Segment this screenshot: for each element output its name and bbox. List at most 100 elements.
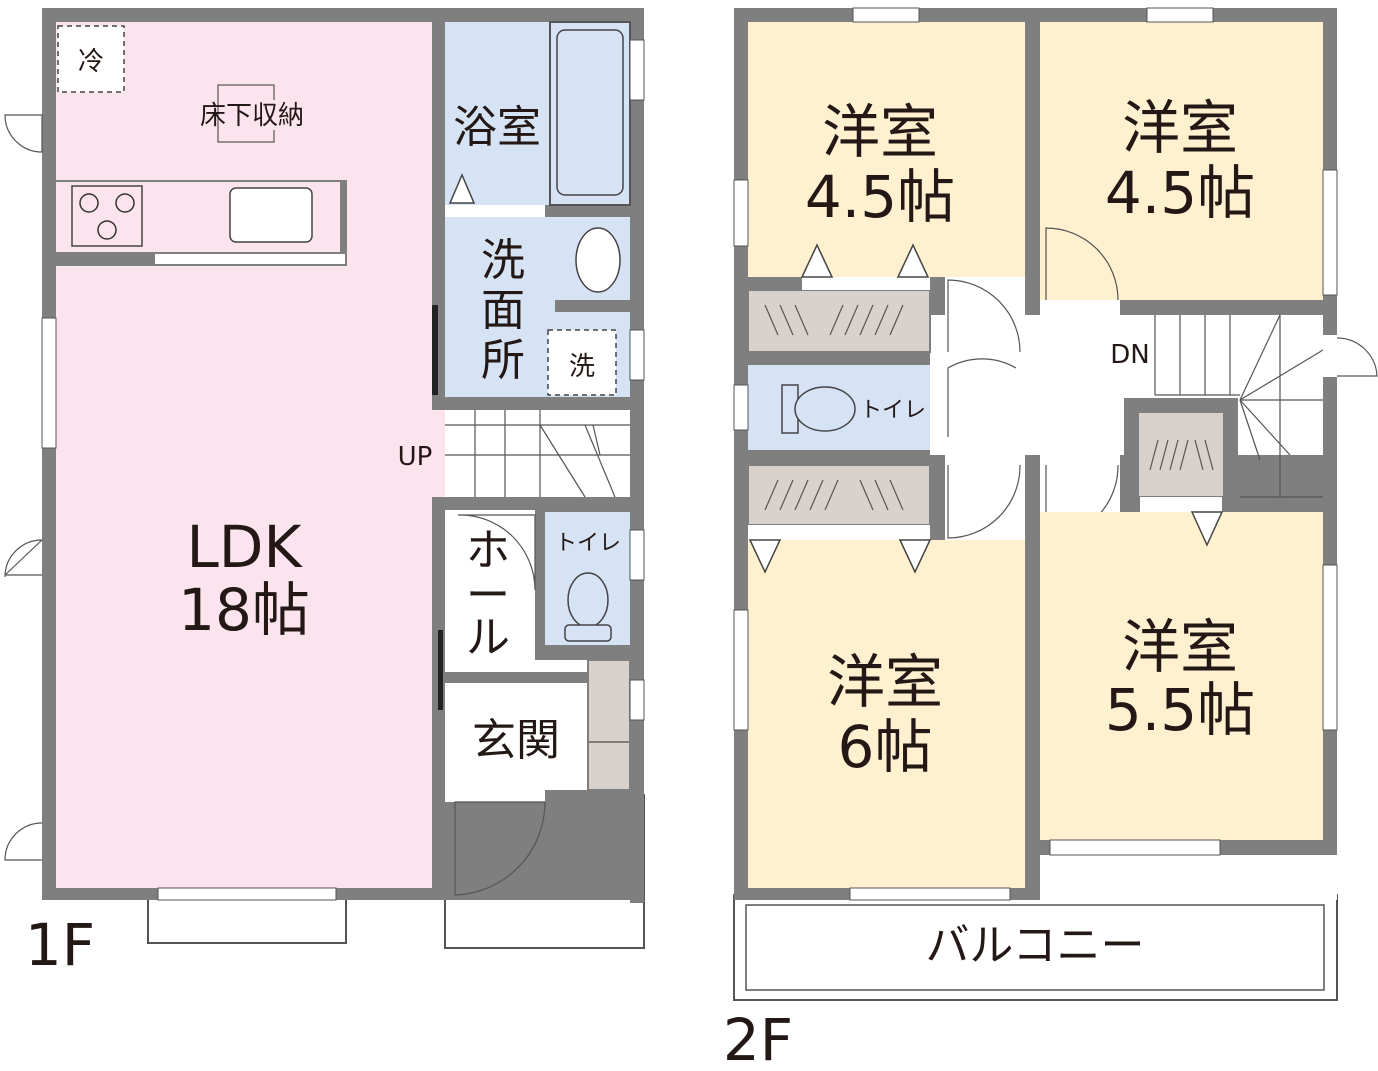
room-ne-label: 洋室 bbox=[1122, 94, 1238, 162]
bath-door bbox=[445, 205, 545, 217]
entrance-label: 玄関 bbox=[472, 715, 560, 766]
floor-1: 冷 床下収納 LDK 18帖 浴室 洗 洗 面 所 bbox=[4, 8, 645, 979]
window bbox=[41, 317, 57, 449]
hall-label: ー bbox=[466, 570, 510, 621]
toilet-label-2f: トイレ bbox=[860, 398, 926, 423]
closet-door bbox=[1140, 497, 1222, 512]
stair-treads-2f bbox=[1154, 314, 1324, 498]
room-se-size: 5.5帖 bbox=[1105, 676, 1255, 744]
window bbox=[629, 39, 645, 101]
stairs-up-label: UP bbox=[398, 442, 433, 472]
stair-treads bbox=[445, 410, 630, 498]
entrance bbox=[445, 683, 588, 790]
door-marker-icon bbox=[898, 539, 932, 574]
balcony-door-gap bbox=[1323, 335, 1337, 377]
room-sw-size: 6帖 bbox=[838, 713, 933, 781]
floor-2-label: 2F bbox=[723, 1006, 793, 1071]
room-ne-size: 4.5帖 bbox=[1105, 159, 1255, 227]
bath-label: 浴室 bbox=[453, 102, 541, 153]
porch-post bbox=[630, 838, 644, 903]
door-swing-icon bbox=[947, 358, 1017, 437]
hatch-mask bbox=[220, 100, 280, 130]
room-nw-size: 4.5帖 bbox=[805, 163, 955, 231]
window bbox=[1146, 7, 1214, 23]
closet-door bbox=[802, 277, 930, 290]
stairs-down-label: DN bbox=[1110, 340, 1149, 370]
closet-hatch bbox=[764, 304, 904, 336]
toilet-tank bbox=[564, 624, 612, 642]
shoe-storage bbox=[587, 659, 631, 791]
burner-icon bbox=[97, 220, 117, 240]
room-ne bbox=[1040, 22, 1323, 300]
window bbox=[629, 679, 645, 721]
door-marker-icon bbox=[800, 243, 834, 278]
window bbox=[733, 179, 749, 247]
room-sw-label: 洋室 bbox=[827, 648, 943, 716]
hall-nook bbox=[945, 440, 1025, 540]
closet-sw bbox=[747, 464, 931, 526]
hall-open bbox=[445, 660, 588, 672]
toilet-label: トイレ bbox=[555, 531, 621, 556]
door-swing-icon bbox=[1336, 337, 1378, 377]
burner-icon bbox=[79, 193, 99, 213]
washer-label: 洗 bbox=[569, 352, 595, 382]
floor-1-label: 1F bbox=[25, 911, 95, 979]
hall-nook bbox=[945, 277, 1025, 357]
door-swing-icon bbox=[947, 279, 1021, 353]
washroom-label: 面 bbox=[481, 285, 525, 336]
room-se-label: 洋室 bbox=[1122, 613, 1238, 681]
hall-closet bbox=[1137, 411, 1225, 498]
door-marker-icon bbox=[1190, 511, 1224, 547]
bay-window bbox=[147, 894, 347, 944]
toilet-bowl bbox=[794, 386, 856, 432]
window bbox=[629, 329, 645, 381]
window bbox=[733, 609, 749, 731]
counter-edge bbox=[155, 254, 345, 264]
stairs-1f bbox=[432, 410, 630, 497]
ldk-label: LDK bbox=[186, 513, 303, 581]
balcony-inner bbox=[745, 904, 1325, 991]
door-swing-icon bbox=[1045, 227, 1119, 301]
door-swing-icon bbox=[457, 514, 536, 591]
window bbox=[1322, 169, 1338, 296]
wash-partition bbox=[555, 300, 630, 312]
bathtub bbox=[556, 29, 624, 196]
washroom-label: 所 bbox=[481, 335, 525, 386]
stair-opening bbox=[432, 410, 445, 497]
exterior-doors bbox=[4, 114, 43, 861]
hall bbox=[445, 510, 535, 660]
sliding-door bbox=[432, 305, 438, 395]
window bbox=[852, 7, 920, 23]
washer-space bbox=[547, 329, 617, 396]
washroom-label: 洗 bbox=[481, 235, 525, 286]
door-swing-icon bbox=[947, 464, 1021, 539]
floor-2: バルコニー 洋室 4.5帖 洋室 4.5帖 bbox=[723, 7, 1378, 1071]
window bbox=[849, 887, 1011, 901]
underfloor-storage-label: 床下収納 bbox=[200, 101, 304, 131]
closet-nw bbox=[747, 289, 931, 353]
balcony-notch bbox=[1040, 855, 1337, 900]
closet-hatch bbox=[1149, 439, 1214, 471]
hall-label: ル bbox=[466, 612, 510, 663]
ldk-size: 18帖 bbox=[178, 576, 310, 644]
window bbox=[629, 529, 645, 581]
hall-nook bbox=[1040, 450, 1120, 512]
washbasin bbox=[575, 227, 621, 293]
stove bbox=[71, 185, 143, 247]
door-marker-icon bbox=[448, 173, 476, 204]
front-door-gap bbox=[445, 790, 545, 802]
hall-label: ホ bbox=[466, 525, 510, 576]
sink bbox=[229, 187, 313, 243]
ldk-room bbox=[56, 22, 432, 888]
window bbox=[157, 887, 337, 901]
room-nw bbox=[748, 22, 1025, 277]
fridge-label: 冷 bbox=[78, 47, 104, 77]
burner-icon bbox=[115, 193, 135, 213]
fridge-space bbox=[57, 25, 125, 93]
closet-door bbox=[748, 525, 930, 540]
sliding-door bbox=[438, 630, 443, 710]
door-marker-icon bbox=[896, 243, 930, 278]
door-gap bbox=[1040, 300, 1120, 315]
balcony-label: バルコニー bbox=[925, 920, 1144, 971]
